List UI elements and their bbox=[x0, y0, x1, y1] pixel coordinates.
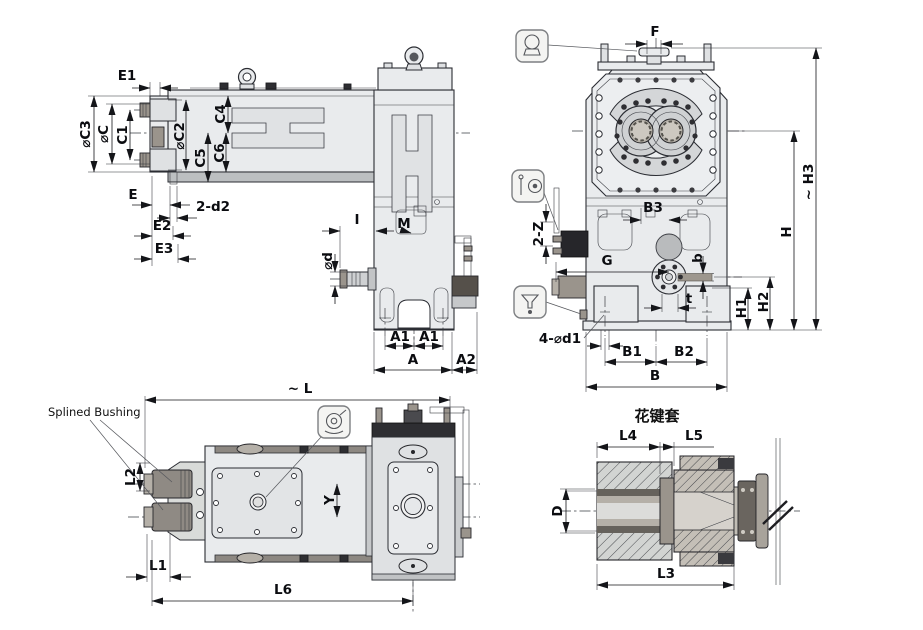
dim-label-l2: L2 bbox=[123, 468, 139, 486]
oil-drain-icon bbox=[513, 285, 547, 319]
splined-bushing-note: Splined Bushing bbox=[48, 405, 141, 419]
side-view: E1 ⌀C3 ⌀C C1 ⌀C2 C4 C5 C6 E bbox=[78, 46, 479, 374]
dim-label-g: G bbox=[601, 253, 612, 269]
dim-label-t: t bbox=[686, 291, 693, 307]
dim-label-a1-left: A1 bbox=[390, 329, 410, 345]
dim-label-f: F bbox=[650, 24, 659, 40]
dim-label-l5: L5 bbox=[685, 428, 703, 444]
oil-level-pipe-side bbox=[451, 235, 479, 309]
dim-label-a: A bbox=[408, 352, 419, 368]
top-view: Splined Bushing ~ L L2 Y L1 L6 bbox=[48, 381, 480, 612]
dim-label-h2: H2 bbox=[756, 292, 772, 313]
gearcase-body bbox=[167, 82, 377, 183]
dim-label-l6: L6 bbox=[274, 582, 292, 598]
dim-label-l1: L1 bbox=[149, 558, 167, 574]
dim-label-e: E bbox=[128, 187, 137, 203]
oil-fill-symbol bbox=[265, 405, 351, 498]
dim-label-l3: L3 bbox=[657, 566, 675, 582]
dim-label-m: M bbox=[397, 216, 410, 232]
splined-bushings bbox=[143, 461, 206, 541]
input-box-top bbox=[365, 403, 472, 581]
eye-bolt-icon bbox=[237, 67, 257, 90]
drain-plug bbox=[579, 309, 588, 320]
dim-label-c3: ⌀C3 bbox=[78, 120, 94, 147]
detail-view: 花键套 L4 bbox=[550, 407, 800, 590]
dim-label-detail-d: D bbox=[550, 505, 566, 516]
oil-fittings bbox=[551, 187, 589, 299]
top-view-dimensions: ~ L L2 Y L1 L6 bbox=[123, 381, 451, 606]
dim-label-c6: C6 bbox=[212, 143, 228, 162]
dim-label-2d2: 2-d2 bbox=[196, 199, 230, 215]
dim-label-b-total: B bbox=[650, 368, 660, 384]
dim-label-2z: 2-Z bbox=[531, 221, 547, 246]
dim-label-e3: E3 bbox=[155, 241, 174, 257]
detail-dimensions: L4 L5 D L3 bbox=[550, 428, 735, 590]
dim-label-h1: H1 bbox=[734, 298, 750, 319]
breather-cap bbox=[638, 47, 670, 57]
dim-label-h: H bbox=[779, 226, 795, 237]
detail-title: 花键套 bbox=[634, 407, 680, 425]
dim-label-c2: ⌀C2 bbox=[172, 122, 188, 149]
dim-label-c4: C4 bbox=[213, 104, 229, 123]
top-body bbox=[204, 443, 373, 564]
dim-label-c1: C1 bbox=[115, 125, 131, 144]
symbol-icons bbox=[511, 29, 638, 319]
upper-boss bbox=[655, 233, 683, 261]
dim-label-y: Y bbox=[322, 495, 338, 506]
break-symbol bbox=[762, 500, 788, 525]
front-view: F B3 G 2-Z b t 4-⌀d1 bbox=[511, 24, 822, 392]
dim-label-b2: B2 bbox=[674, 344, 694, 360]
dim-label-d: ⌀d bbox=[320, 252, 336, 270]
dim-label-c5: C5 bbox=[193, 148, 209, 167]
dim-label-l4: L4 bbox=[619, 428, 637, 444]
bushing-section bbox=[565, 438, 794, 585]
dim-label-c: ⌀C bbox=[96, 125, 112, 143]
twin-screw-bores bbox=[609, 87, 703, 177]
input-housing-side bbox=[373, 46, 455, 336]
dim-label-e1: E1 bbox=[118, 68, 137, 84]
output-flange bbox=[139, 95, 178, 185]
lower-body bbox=[579, 197, 731, 336]
dim-label-a2: A2 bbox=[456, 352, 476, 368]
dim-label-b3: B3 bbox=[643, 200, 663, 216]
dim-label-a1-right: A1 bbox=[419, 329, 439, 345]
side-view-dimensions: E1 ⌀C3 ⌀C C1 ⌀C2 C4 C5 C6 E bbox=[78, 68, 478, 374]
dim-label-4d1: 4-⌀d1 bbox=[539, 331, 581, 347]
output-shaft-stub bbox=[339, 267, 377, 291]
dim-label-l: ~ L bbox=[288, 381, 313, 397]
dim-label-b1: B1 bbox=[622, 344, 642, 360]
front-view-dimensions: F B3 G 2-Z b t 4-⌀d1 bbox=[531, 24, 822, 392]
dim-label-e2: E2 bbox=[153, 218, 172, 234]
dim-label-b-key: b bbox=[690, 253, 706, 263]
dim-label-h3: ~ H3 bbox=[801, 164, 817, 201]
dim-label-i: I bbox=[354, 212, 359, 228]
